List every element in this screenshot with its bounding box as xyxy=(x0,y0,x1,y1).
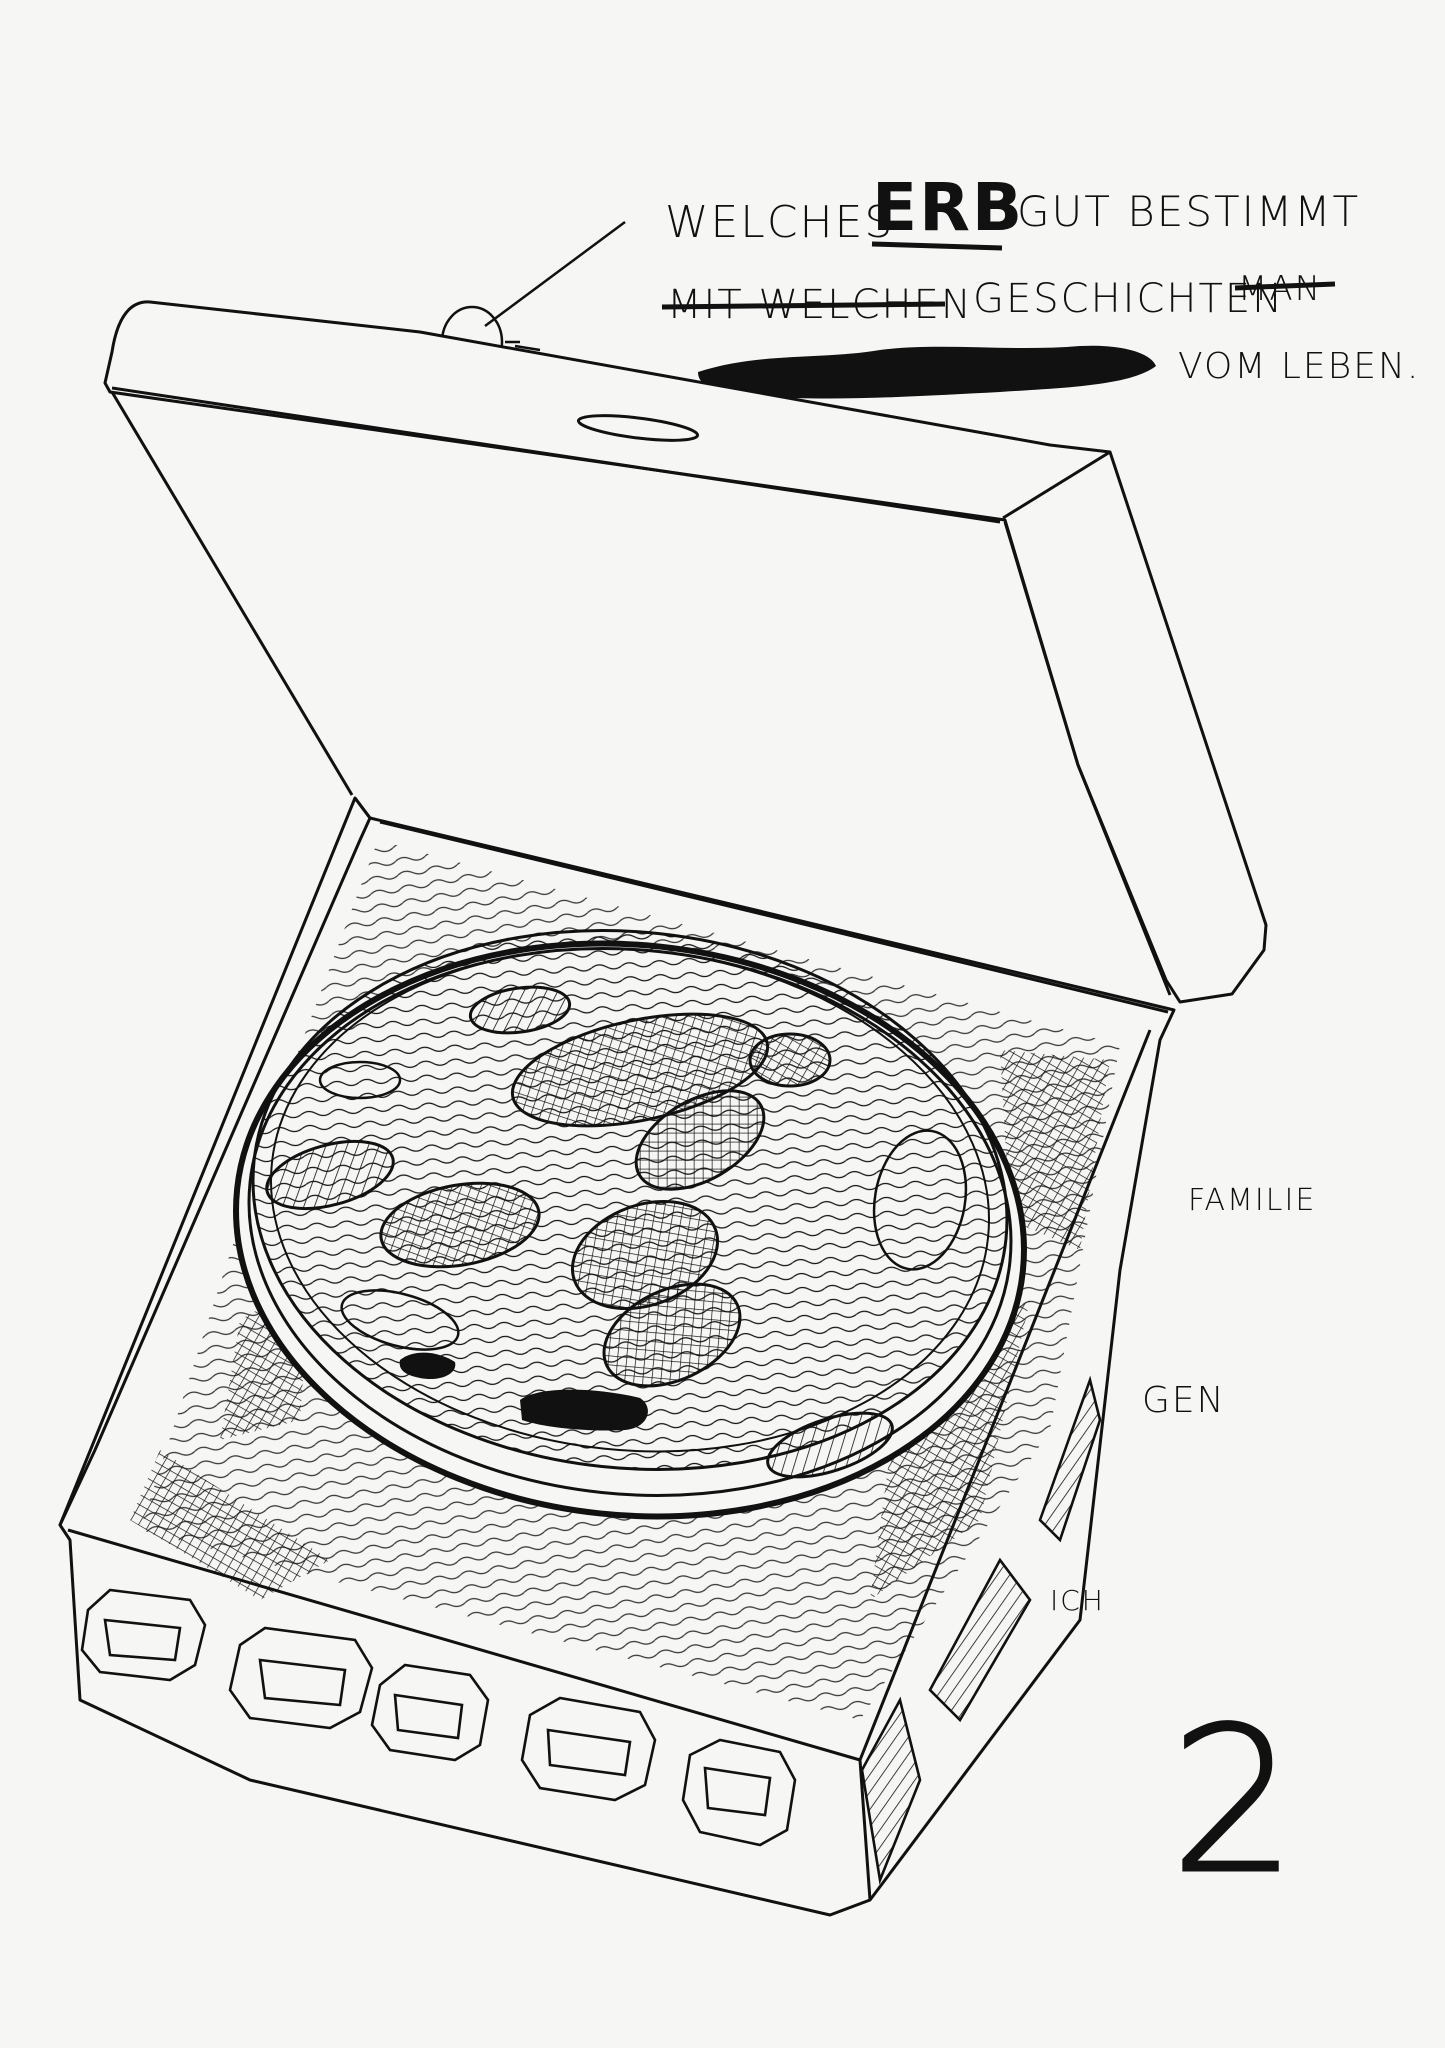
caption-erb: ERB xyxy=(872,169,1024,246)
pizza xyxy=(233,929,1027,1520)
label-gen: GEN xyxy=(1142,1380,1226,1421)
caption-line3: VOM LEBEN. xyxy=(1178,346,1420,387)
scribbled-out-text xyxy=(698,345,1156,399)
strike-line-2 xyxy=(1234,281,1336,291)
caption-line1-post: GUT BESTIMMT xyxy=(1017,187,1360,236)
label-ich: ICH xyxy=(1050,1584,1105,1617)
label-familie: FAMILIE xyxy=(1188,1183,1316,1218)
caption-line2: GESCHICHTEN xyxy=(973,276,1284,322)
caption-line1-pre: WELCHES xyxy=(665,197,894,248)
erb-underline xyxy=(871,241,1003,251)
box-front-pattern xyxy=(80,1375,1102,1885)
box-lid xyxy=(103,300,1268,1004)
page-number: 2 xyxy=(1170,1685,1299,1918)
strike-line-1 xyxy=(661,301,946,310)
caption: WELCHES ERB GUT BESTIMMT MIT WELCHEN GES… xyxy=(661,169,1420,399)
